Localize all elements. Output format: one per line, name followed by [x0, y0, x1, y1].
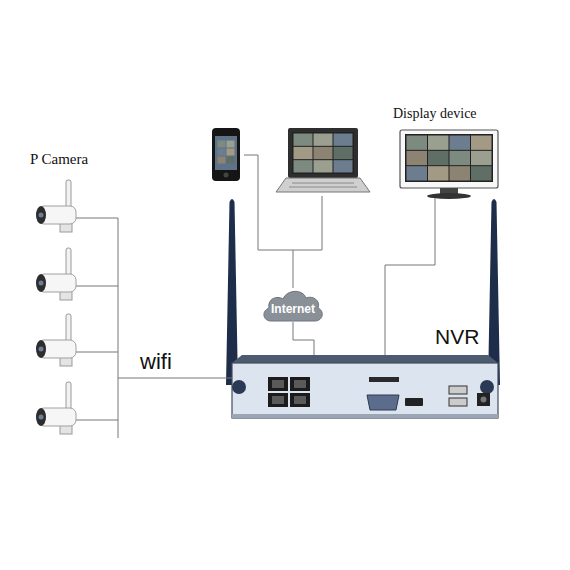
camera-lens [36, 206, 46, 224]
laptop-base [276, 178, 370, 192]
screen-tile [294, 134, 313, 146]
phone-illustration [212, 128, 240, 181]
hdmi-port [405, 398, 423, 406]
antenna [226, 199, 238, 385]
nvr-illustration [226, 199, 500, 418]
phone-screen [215, 136, 237, 170]
monitor-illustration [400, 130, 498, 199]
antenna-base [232, 380, 246, 394]
connector-line [118, 378, 232, 379]
lan-socket [272, 396, 284, 404]
phone-body [212, 128, 240, 181]
camera-wire [76, 218, 118, 219]
screen-tile [227, 157, 235, 164]
screen-tile [218, 141, 226, 148]
connector-line [293, 322, 314, 355]
laptop-lid [288, 128, 358, 178]
node-heading: P Camera [30, 151, 88, 168]
camera-glass [39, 415, 44, 420]
display-device-node: Display device [398, 128, 500, 198]
lan-port [290, 393, 310, 407]
screen-tile [450, 136, 471, 150]
laptop-illustration [276, 128, 370, 192]
power-pin [481, 397, 487, 403]
camera-lens [36, 274, 46, 292]
screen-tile [227, 141, 235, 148]
nvr-top [232, 355, 498, 363]
screen-tile [471, 136, 492, 150]
node-heading: NVR [435, 325, 479, 349]
connector-label: wifi [140, 349, 172, 375]
leader-line [293, 196, 322, 250]
lan-socket [272, 380, 284, 388]
lan-socket [294, 396, 306, 404]
phone-button [224, 173, 229, 178]
camera-group-node: P Camera [28, 192, 118, 442]
camera-glass [39, 213, 44, 218]
screen-tile [407, 136, 428, 150]
screen-tile [314, 134, 333, 146]
screen-tile [294, 160, 313, 172]
laptop-screen [292, 132, 354, 174]
power-jack [477, 393, 490, 406]
screen-tile [334, 160, 353, 172]
screen-tile [428, 136, 449, 150]
camera-wire [76, 352, 118, 353]
usb-port [449, 398, 467, 406]
monitor-frame [400, 130, 498, 188]
node-heading: Display device [393, 106, 477, 122]
screen-tile [314, 147, 333, 159]
screen-tile [407, 151, 428, 165]
connector-line [385, 198, 435, 355]
internet-cloud: Internet [261, 287, 325, 323]
monitor-screen [405, 134, 493, 182]
laptop-keys [289, 187, 357, 188]
lan-socket [294, 380, 306, 388]
screen-tile [314, 160, 333, 172]
camera-group [36, 180, 118, 438]
screen-tile [227, 149, 235, 156]
leader-line [244, 155, 293, 288]
antenna-base [480, 380, 494, 394]
camera-glass [39, 281, 44, 286]
screen-tile [428, 151, 449, 165]
screen-tile [294, 147, 313, 159]
screen-tile [450, 166, 471, 180]
camera-lens [36, 408, 46, 426]
lan-port [268, 377, 288, 391]
screen-tile [218, 157, 226, 164]
screen-tile [334, 147, 353, 159]
screen-tile [471, 166, 492, 180]
lan-port [268, 393, 288, 407]
monitor-base [427, 193, 471, 199]
nvr-base [232, 414, 498, 418]
camera-lens [36, 340, 46, 358]
lan-port [290, 377, 310, 391]
cloud-label: Internet [271, 295, 315, 316]
screen-tile [334, 134, 353, 146]
camera-glass [39, 347, 44, 352]
camera-wire [76, 286, 118, 287]
port-label-strip [369, 377, 399, 382]
screen-tile [407, 166, 428, 180]
screen-tile [218, 149, 226, 156]
laptop-keys [292, 183, 354, 184]
camera-bracket [118, 218, 119, 438]
screen-tile [471, 151, 492, 165]
nvr-node: NVR [232, 355, 498, 418]
vga-port [367, 395, 399, 410]
usb-port [449, 386, 467, 394]
nvr-back-panel [232, 363, 498, 418]
camera-wire [76, 420, 118, 421]
screen-tile [450, 151, 471, 165]
cloud-shape [264, 291, 322, 321]
screen-tile [428, 166, 449, 180]
